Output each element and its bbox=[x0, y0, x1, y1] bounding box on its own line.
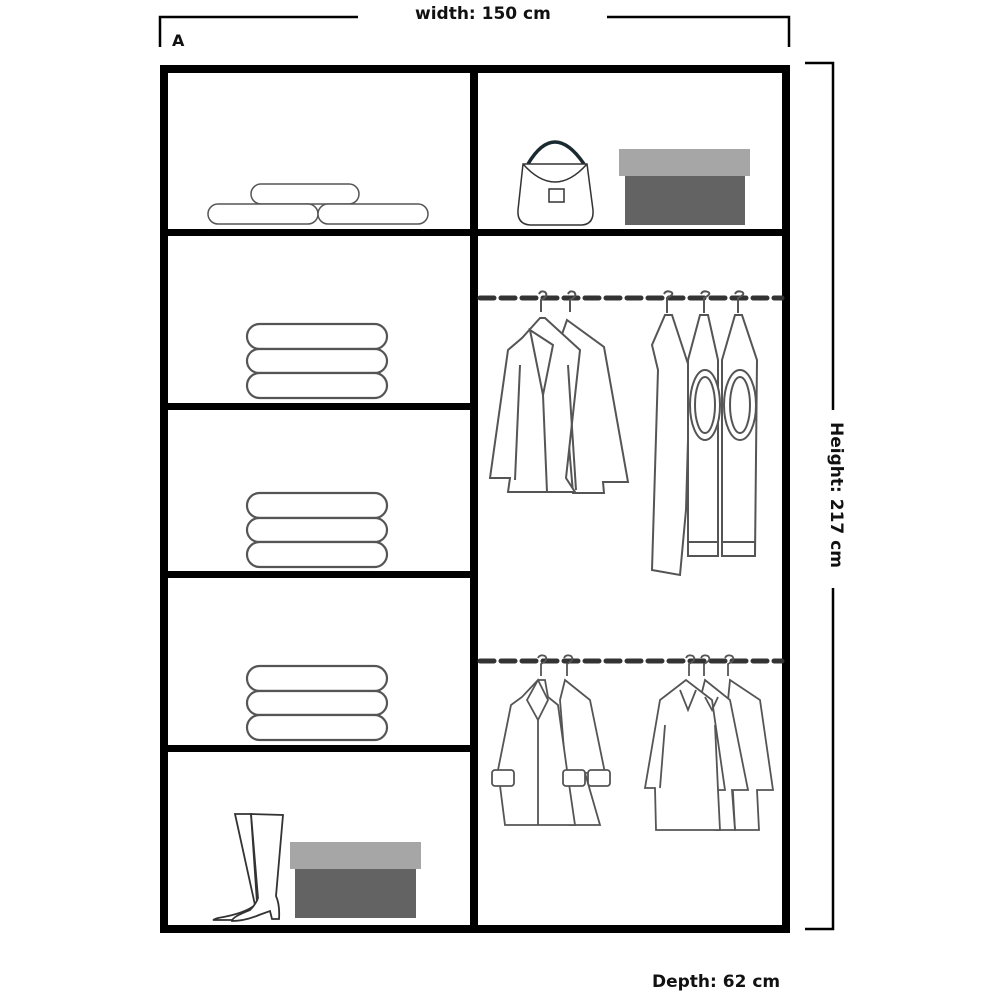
wardrobe-frame bbox=[160, 65, 790, 933]
shirts-on-hangers-icon bbox=[643, 654, 775, 831]
rolled-towels-icon bbox=[207, 183, 429, 225]
jackets-on-hangers-icon bbox=[488, 290, 630, 494]
width-label: width: 150 cm bbox=[415, 4, 551, 24]
folded-clothes-stack-icon bbox=[245, 322, 389, 400]
handbag-icon bbox=[517, 140, 594, 226]
label-a: A bbox=[172, 31, 185, 50]
folded-clothes-stack-icon bbox=[245, 491, 389, 569]
storage-box-icon bbox=[619, 149, 750, 225]
storage-box-icon bbox=[290, 842, 421, 918]
coats-on-hangers-icon bbox=[491, 654, 611, 826]
height-dimension-line bbox=[805, 61, 835, 931]
width-dimension-line bbox=[158, 15, 791, 47]
boots-icon bbox=[212, 813, 284, 922]
depth-label: Depth: 62 cm bbox=[652, 972, 781, 992]
dresses-on-hangers-icon bbox=[650, 290, 759, 577]
folded-clothes-stack-icon bbox=[245, 664, 389, 742]
